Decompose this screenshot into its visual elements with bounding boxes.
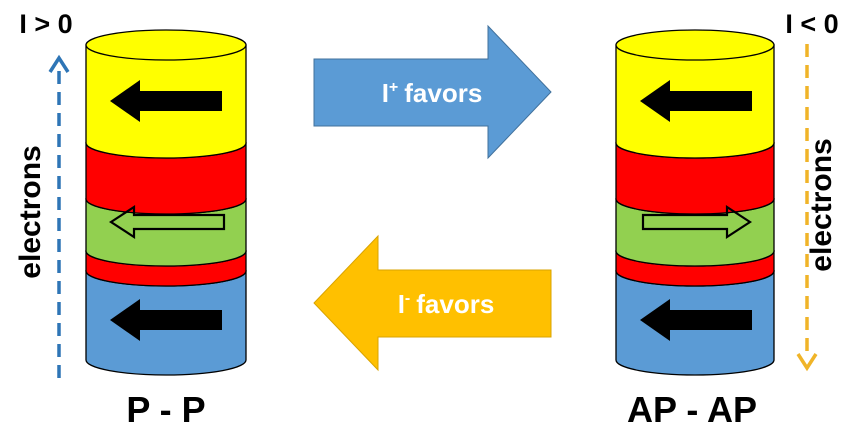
backward-text: favors	[416, 289, 494, 319]
left-stack-caption: P - P	[126, 389, 205, 430]
backward-arrow-label: I-favors	[398, 289, 495, 319]
forward-text: favors	[404, 78, 482, 108]
right-stack-caption: AP - AP	[627, 389, 757, 430]
right-current-label: I < 0	[785, 9, 838, 39]
right-top-solid-arrow-icon	[640, 80, 752, 122]
left-pillar	[85, 29, 247, 376]
backward-transition-arrow: I-favors	[313, 234, 552, 372]
forward-transition-arrow: I+ favors	[313, 24, 552, 160]
forward-symbol: I	[382, 78, 389, 108]
left-electron-flow-arrow-icon	[48, 54, 70, 378]
left-bottom-solid-arrow-icon	[110, 299, 222, 341]
left-free-hollow-arrow-icon	[108, 204, 226, 240]
right-electrons-label: electrons	[805, 138, 838, 271]
backward-symbol: I	[398, 289, 405, 319]
right-free-hollow-arrow-icon	[641, 204, 753, 240]
right-pillar	[615, 29, 775, 376]
right-electron-flow-arrow-icon	[796, 44, 818, 372]
left-electrons-label: electrons	[14, 145, 47, 278]
right-bottom-solid-arrow-icon	[640, 299, 752, 341]
left-top-solid-arrow-icon	[110, 80, 222, 122]
backward-superscript: -	[405, 290, 410, 307]
forward-superscript: +	[389, 79, 398, 96]
forward-arrow-label: I+ favors	[382, 78, 483, 108]
left-current-label: I > 0	[19, 9, 72, 39]
